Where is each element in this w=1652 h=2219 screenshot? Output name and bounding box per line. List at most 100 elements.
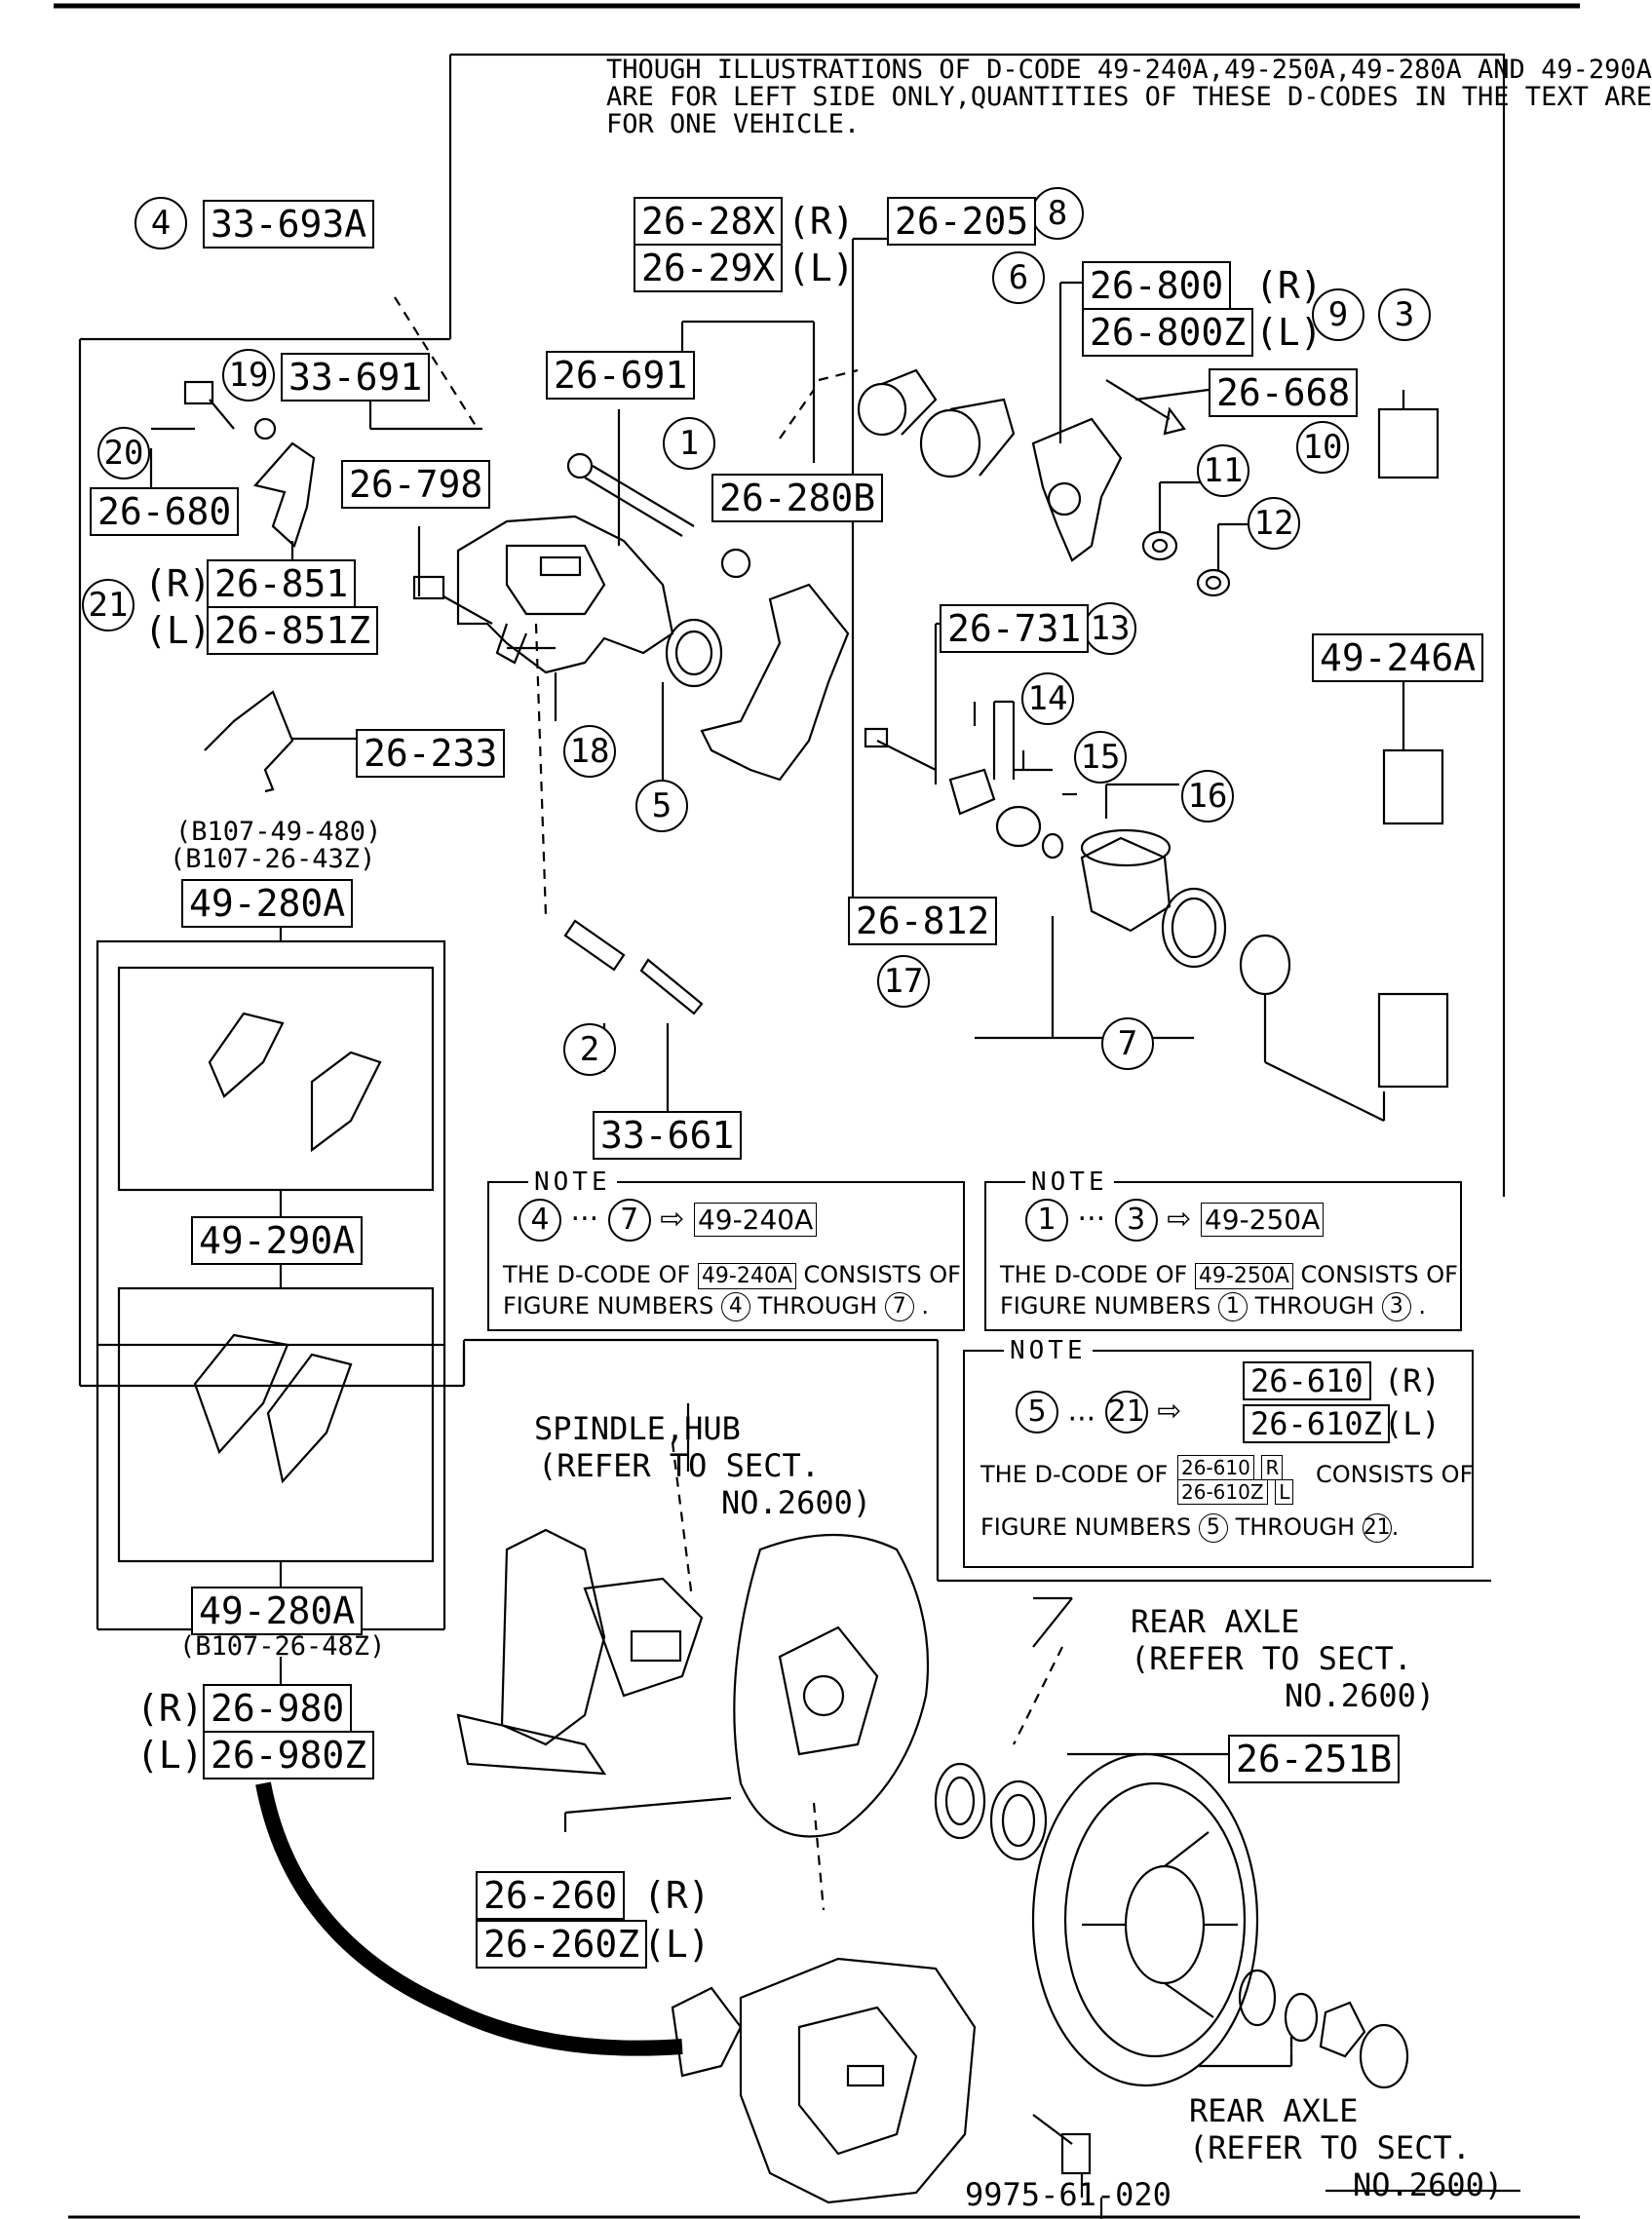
note-mini-callout: 4 [720, 1292, 750, 1321]
callout-3: 3 [1378, 288, 1431, 341]
note-range: ... [1067, 1394, 1096, 1429]
part-26-205: 26-205 [887, 197, 1037, 246]
ref-rear-axle-top-line3: NO.2600) [1285, 1677, 1436, 1714]
ref-spindle-line1: SPINDLE,HUB [534, 1410, 741, 1447]
label-l: (L) [1255, 311, 1323, 354]
callout-4: 4 [134, 197, 187, 249]
header-note-line1: THOUGH ILLUSTRATIONS OF D-CODE 49-240A,4… [606, 55, 1652, 85]
ref-rear-axle-bottom-line2: (REFER TO SECT. [1189, 2129, 1471, 2166]
note-text: THE D-CODE OF [1000, 1261, 1188, 1288]
note-text: FIGURE NUMBERS [980, 1513, 1192, 1541]
note-inline-code: 49-240A [697, 1263, 796, 1289]
part-26-233: 26-233 [356, 729, 506, 778]
callout-5: 5 [635, 780, 688, 832]
note-text: FIGURE NUMBERS [503, 1292, 714, 1320]
note-text: THE D-CODE OF [503, 1261, 691, 1288]
header-note-line2: ARE FOR LEFT SIDE ONLY,QUANTITIES OF THE… [606, 82, 1652, 112]
part-26-28X: 26-28X [634, 197, 784, 246]
header-note-line3: FOR ONE VEHICLE. [606, 109, 861, 139]
note-callout-3: 3 [1114, 1199, 1158, 1242]
callout-19: 19 [222, 349, 275, 402]
label-r: (R) [136, 1687, 204, 1730]
note-callout-1: 1 [1025, 1199, 1068, 1242]
note-title: NOTE [528, 1167, 617, 1197]
part-49-290A: 49-290A [191, 1216, 364, 1265]
part-49-280A-top: 49-280A [181, 879, 354, 928]
note-callout-21: 21 [1104, 1391, 1148, 1434]
callout-11: 11 [1197, 444, 1249, 497]
note-range: ··· [1077, 1202, 1106, 1237]
part-26-798: 26-798 [341, 460, 491, 509]
note-text: CONSISTS OF [1316, 1461, 1474, 1488]
callout-8: 8 [1031, 187, 1084, 240]
note-target-code: 49-240A [693, 1202, 818, 1237]
part-26-29X: 26-29X [634, 244, 784, 292]
label-l: (L) [1384, 1405, 1441, 1442]
ref-rear-axle-top-line2: (REFER TO SECT. [1131, 1640, 1412, 1677]
part-33-661: 33-661 [593, 1111, 743, 1160]
label-b107-49-480: (B107-49-480) [175, 817, 382, 847]
note-target-26-610: 26-610 [1243, 1361, 1371, 1400]
callout-21: 21 [82, 579, 134, 631]
note-text: CONSISTS OF [803, 1261, 961, 1288]
callout-9: 9 [1312, 288, 1364, 341]
note-49-240A: NOTE 4 ··· 7 ⇨ 49-240A THE D-CODE OF 49-… [487, 1167, 965, 1331]
note-target-code: 49-250A [1200, 1202, 1325, 1237]
note-callout-7: 7 [607, 1199, 651, 1242]
callout-16: 16 [1181, 770, 1234, 823]
note-text: THROUGH [757, 1292, 878, 1320]
note-26-610: NOTE 5 ... 21 ⇨ 26-610 (R) 26-610Z (L) T… [963, 1336, 1474, 1568]
part-26-260: 26-260 [476, 1871, 626, 1920]
part-26-851Z: 26-851Z [207, 606, 379, 655]
label-l: (L) [643, 1923, 711, 1966]
ref-rear-axle-bottom-line1: REAR AXLE [1189, 2092, 1359, 2129]
label-l: (L) [136, 1734, 204, 1777]
part-26-280B: 26-280B [711, 474, 884, 522]
callout-12: 12 [1248, 497, 1300, 550]
label-l: (L) [788, 247, 855, 289]
part-26-800: 26-800 [1082, 261, 1232, 310]
note-mini-callout: 5 [1198, 1513, 1228, 1543]
part-26-800Z: 26-800Z [1082, 308, 1254, 357]
note-49-250A: NOTE 1 ··· 3 ⇨ 49-250A THE D-CODE OF 49-… [984, 1167, 1462, 1331]
part-33-691: 33-691 [281, 353, 431, 402]
part-26-731: 26-731 [940, 604, 1090, 653]
diagram-drawing [54, 3, 1580, 2219]
callout-6: 6 [992, 251, 1045, 304]
note-mini-callout: 1 [1217, 1292, 1248, 1321]
ref-rear-axle-top-line1: REAR AXLE [1131, 1603, 1300, 1640]
callout-10: 10 [1296, 421, 1349, 474]
callout-13: 13 [1084, 602, 1136, 655]
note-text: FIGURE NUMBERS [1000, 1292, 1211, 1320]
arrow-icon: ⇨ [660, 1202, 685, 1237]
part-49-280A-bottom: 49-280A [191, 1587, 364, 1635]
note-inline-r: R [1261, 1455, 1284, 1480]
part-49-246A: 49-246A [1312, 633, 1484, 682]
note-callout-5: 5 [1016, 1391, 1058, 1434]
note-callout-4: 4 [519, 1199, 561, 1242]
note-title: NOTE [1004, 1336, 1093, 1365]
note-target-26-610Z: 26-610Z [1243, 1404, 1390, 1443]
note-mini-callout: 21 [1362, 1513, 1392, 1543]
callout-15: 15 [1074, 731, 1127, 784]
part-33-693A: 33-693A [203, 200, 375, 249]
ref-rear-axle-bottom-line3: NO.2600) [1353, 2166, 1504, 2203]
callout-7: 7 [1101, 1017, 1154, 1070]
callout-18: 18 [563, 725, 616, 778]
note-text: THROUGH [1254, 1292, 1375, 1320]
callout-17: 17 [877, 955, 930, 1008]
note-inline-code: 26-610 [1177, 1455, 1254, 1480]
callout-20: 20 [97, 427, 150, 479]
note-range: ··· [570, 1202, 599, 1237]
part-26-980: 26-980 [203, 1684, 353, 1733]
ref-spindle-line3: NO.2600) [721, 1484, 872, 1521]
label-r: (R) [1255, 264, 1323, 307]
note-mini-callout: 3 [1381, 1292, 1411, 1321]
note-text: THROUGH [1235, 1513, 1356, 1541]
label-r: (R) [144, 562, 211, 605]
callout-2: 2 [563, 1023, 616, 1076]
note-inline-code: 49-250A [1194, 1263, 1293, 1289]
note-inline-code: 26-610Z [1177, 1479, 1268, 1506]
label-b107-26-43z: (B107-26-43Z) [170, 844, 376, 874]
note-title: NOTE [1025, 1167, 1114, 1197]
